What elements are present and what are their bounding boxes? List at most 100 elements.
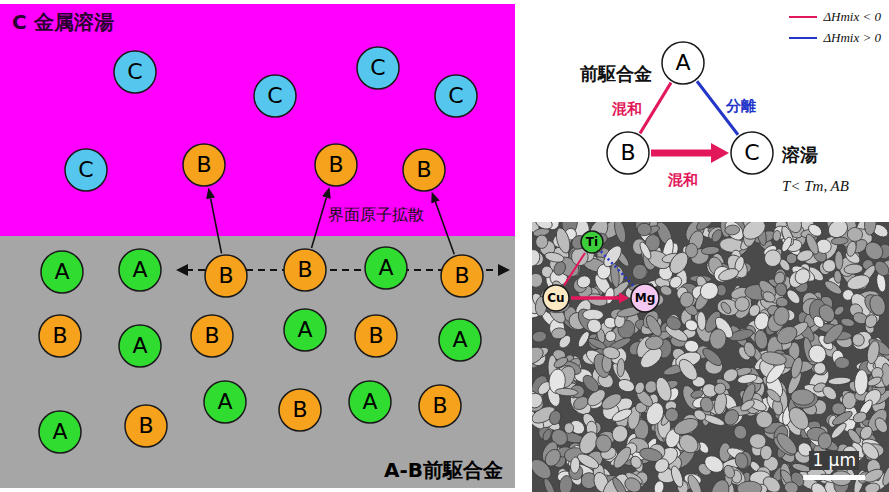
circle-shape — [284, 309, 326, 351]
grain — [864, 222, 877, 235]
legend-line — [789, 37, 817, 39]
atom-circle: A — [364, 246, 408, 290]
grain — [872, 258, 889, 278]
grain — [600, 243, 625, 270]
grain — [790, 388, 815, 406]
atom-letter: B — [52, 325, 67, 347]
grain — [602, 345, 621, 361]
atom-letter: C — [127, 61, 142, 83]
edge-label-box: 混和 — [668, 170, 698, 190]
atom-letter: B — [218, 265, 233, 287]
grain — [831, 237, 848, 246]
scale-bar — [803, 475, 865, 480]
edge-label: 分離 — [726, 97, 756, 115]
grain — [844, 263, 864, 275]
grain — [672, 415, 701, 437]
legend-line-sample — [789, 34, 817, 42]
grain — [845, 272, 871, 292]
circle-shape — [114, 51, 156, 93]
grain — [854, 369, 869, 395]
grain — [772, 230, 781, 242]
legend-line — [789, 16, 817, 18]
annotation-label: 界面原子拡散 — [326, 205, 426, 224]
circle-shape — [355, 315, 397, 357]
atom-letter: Ti — [586, 236, 598, 248]
atom-circle: B — [278, 388, 322, 432]
precursor-region: A-B前駆合金AABBABBABABAABABAB — [0, 236, 515, 488]
legend-text: ΔHmix > 0 — [823, 30, 881, 46]
atom-letter: B — [297, 259, 312, 281]
grain — [835, 251, 844, 271]
grain — [669, 465, 685, 489]
grain — [697, 279, 721, 303]
atom-circle: B — [418, 384, 462, 428]
grain — [638, 314, 665, 338]
grain — [867, 293, 887, 317]
grain — [610, 423, 630, 444]
circle-shape — [39, 315, 81, 357]
atom-circle: A — [118, 248, 162, 292]
grain — [737, 481, 762, 492]
circle-shape — [191, 315, 233, 357]
legend-row: ΔHmix > 0 — [789, 27, 881, 48]
grain — [630, 262, 649, 281]
grain — [616, 377, 636, 394]
grain — [551, 327, 567, 340]
annotation-label: T< Tm, AB — [782, 178, 849, 194]
circle-shape — [39, 411, 81, 453]
element-circle: A — [661, 41, 705, 85]
grain — [862, 467, 885, 485]
atom-circle: B — [190, 314, 234, 358]
grain — [701, 246, 720, 256]
grain — [535, 235, 548, 249]
grain — [676, 356, 701, 383]
atom-circle: C — [253, 74, 297, 118]
grain — [760, 350, 788, 367]
grain — [548, 409, 563, 426]
atom-circle: A — [40, 250, 84, 294]
atom-letter: A — [378, 257, 393, 279]
edge-label-box: 混和 — [612, 99, 642, 119]
circle-shape — [119, 325, 161, 367]
atom-circle: C — [113, 50, 157, 94]
grain — [599, 391, 624, 413]
grain — [719, 300, 733, 315]
grain — [666, 249, 692, 277]
circle-shape — [419, 385, 461, 427]
grain — [772, 306, 790, 327]
atom-circle: B — [182, 143, 226, 187]
grain — [532, 330, 547, 343]
grain — [532, 272, 544, 289]
atom-circle: B — [402, 148, 446, 192]
connector — [640, 83, 671, 134]
atom-circle: A — [38, 410, 82, 454]
label-box: T< Tm, AB — [782, 176, 849, 195]
grain — [542, 447, 564, 470]
atom-circle: B — [204, 254, 248, 298]
grain — [643, 313, 664, 339]
grain — [739, 398, 756, 413]
element-circle: B — [606, 131, 650, 175]
grain — [774, 323, 801, 348]
grain — [717, 266, 740, 283]
grain — [709, 328, 727, 350]
grain — [739, 222, 769, 243]
grain — [864, 482, 881, 492]
grain — [765, 387, 783, 404]
atom-letter: C — [744, 142, 759, 164]
grain — [859, 440, 882, 463]
grain — [534, 222, 554, 231]
grain — [783, 481, 799, 492]
atom-letter: B — [292, 399, 307, 421]
atom-letter: A — [452, 329, 467, 351]
atom-letter: B — [196, 154, 211, 176]
grain — [697, 311, 707, 330]
connector — [651, 150, 711, 157]
grain — [594, 433, 614, 454]
grain — [732, 294, 752, 314]
atom-circle: B — [38, 314, 82, 358]
circle-shape — [279, 389, 321, 431]
melt-region: C 金属溶湯CCCCCBBB — [0, 4, 515, 236]
atom-circle: B — [283, 248, 327, 292]
